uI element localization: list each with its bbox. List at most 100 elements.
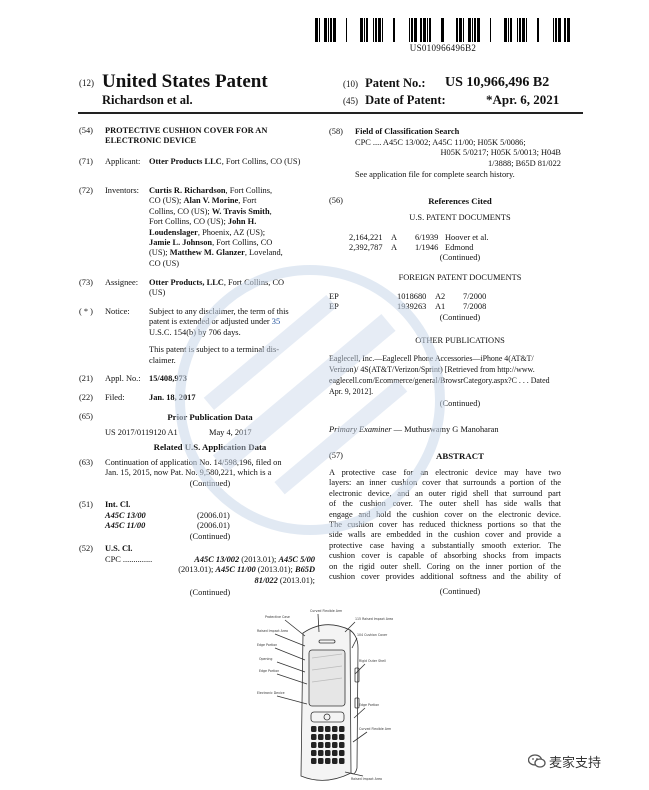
barcode-bar (522, 18, 525, 42)
keyboard-key (325, 750, 331, 756)
barcode-bar (504, 18, 507, 42)
field-search-classes: CPC .... A45C 13/002; A45C 11/00; H05K 5… (355, 138, 561, 169)
citation-cell: 2,392,787 (349, 243, 383, 252)
inventor-line: Fort Collins, CO (US); John H. (149, 217, 319, 227)
other-pub-line: Eaglecell, Inc.—Eaglecell Phone Accessor… (329, 354, 534, 363)
keyboard-key (318, 742, 324, 748)
inventor-line-part: Matthew M. Glanzer (169, 248, 245, 258)
barcode-bar (315, 18, 318, 42)
us-cl-part: B65D (294, 565, 315, 575)
inventor-line-part: CO (US); (149, 196, 184, 206)
citation-cell: A (391, 243, 398, 252)
keyboard-key (311, 726, 317, 732)
us-cl-line: 81/022 (2013.01); (105, 576, 315, 586)
keyboard-key (339, 726, 345, 732)
int-cl-date-2: (2006.01) (197, 521, 230, 530)
citation-cell (353, 292, 397, 302)
header-rule (78, 112, 583, 114)
barcode-bar (330, 18, 332, 42)
barcode-bar (382, 18, 383, 42)
citation-cell: Edmond (445, 243, 474, 252)
citation-cell (353, 302, 397, 312)
abstract-line: layers: an inner cushion cover that surr… (329, 478, 561, 488)
barcode-bar (423, 18, 426, 42)
applicant-label: Applicant: (105, 157, 141, 166)
code-72: (72) (79, 186, 93, 195)
abstract-line: on the rigid outer shell. Coring on the … (329, 561, 561, 571)
continuation-continued: (Continued) (189, 478, 231, 488)
us-docs-continued: (Continued) (439, 253, 481, 262)
other-pub-line: Apr. 9, 2012]. (329, 387, 374, 396)
keyboard-key (318, 726, 324, 732)
barcode-bar (456, 18, 458, 42)
inventor-line-part: W. Travis Smith (211, 206, 270, 216)
other-pubs-heading: OTHER PUBLICATIONS (415, 336, 505, 345)
primary-examiner: Primary Examiner — Muthuswamy G Manohara… (329, 425, 499, 435)
us-cl-continued: (Continued) (189, 588, 231, 597)
barcode-bar (429, 18, 431, 42)
keyboard-key (339, 758, 345, 764)
references-heading: References Cited (428, 196, 492, 206)
figure-label: Rigid Outer Shell (359, 659, 386, 663)
int-cl-class-2: A45C 11/00 (105, 521, 146, 530)
assignee-location: , Fort Collins, CO (223, 278, 285, 287)
inventor-line: (US); Matthew M. Glanzer, Loveland, (149, 248, 319, 258)
patent-date: *Apr. 6, 2021 (486, 92, 560, 107)
figure-label: Raised Impact Area (257, 629, 288, 633)
barcode-bar (564, 18, 566, 42)
barcode-bar (459, 18, 462, 42)
notice-line: patent is extended or adjusted under 35 (149, 317, 281, 327)
wechat-text: 麦家支持 (549, 756, 602, 771)
code-54: (54) (79, 126, 93, 135)
barcode-bar (567, 18, 570, 42)
keyboard-key (325, 742, 331, 748)
citation-cell: A (391, 233, 398, 242)
citation-cell: 1939263 (397, 302, 427, 311)
appl-no-label: Appl. No.: (105, 374, 141, 383)
continuation-text: Continuation of application No. 14/598,1… (105, 458, 315, 489)
filed-label: Filed: (105, 393, 125, 402)
citation-cell: A1 (435, 302, 446, 311)
field-search-heading: Field of Classification Search (355, 127, 460, 136)
assignee-country: (US) (149, 288, 166, 298)
barcode-bar (324, 18, 327, 42)
abstract-line: electronic device, and an outer rigid sh… (329, 488, 561, 498)
notice-line: claimer. (149, 355, 176, 365)
barcode-bar (508, 18, 509, 42)
other-pub-line: eaglecell.com/Ecommerce/general/BrowsrCa… (329, 376, 550, 385)
inventor-line: Collins, CO (US); W. Travis Smith, (149, 207, 319, 217)
barcode-bar (378, 18, 381, 42)
barcode-bar (360, 18, 363, 42)
barcode-bar (555, 18, 557, 42)
code-12: (12) (79, 78, 94, 88)
assignee-value: Otter Products, LLC, Fort Collins, CO (U… (149, 278, 319, 299)
invention-title: PROTECTIVE CUSHION COVER FOR AN ELECTRON… (105, 126, 268, 146)
inventor-line-part: John H. (227, 217, 257, 227)
barcode-bar (427, 18, 428, 42)
prior-pub-date: May 4, 2017 (209, 428, 252, 437)
barcode-bar (537, 18, 539, 42)
int-cl-continued: (Continued) (189, 532, 231, 541)
foreign-docs-continued: (Continued) (439, 313, 481, 322)
figure-label: Curved Flexible Arm (310, 609, 342, 613)
barcode-bar (558, 18, 561, 42)
us-cl-part: A45C 5/00 (278, 555, 315, 564)
inventor-line-part: Curtis R. Richardson (149, 186, 226, 195)
keyboard-key (332, 742, 338, 748)
notice-line: This patent is subject to a terminal dis… (149, 345, 280, 355)
us-cl-part: A45C 13/002 (194, 555, 240, 564)
figure-label: Raised Impact Area (351, 777, 382, 781)
us-cl-part: (2013.01); (255, 565, 295, 575)
figure-label: Curved Flexible Arm (359, 727, 391, 731)
inventor-line-part: , Loveland, (244, 248, 283, 258)
inventor-line-part: CO (US) (149, 258, 180, 268)
barcode-bar (472, 18, 473, 42)
us-docs-heading: U.S. PATENT DOCUMENTS (409, 213, 511, 222)
figure-label: 104 Cushion Cover (357, 633, 388, 637)
citation-cell: 7/2000 (463, 292, 487, 301)
keyboard-key (318, 758, 324, 764)
figure-label: Opening (259, 657, 272, 661)
